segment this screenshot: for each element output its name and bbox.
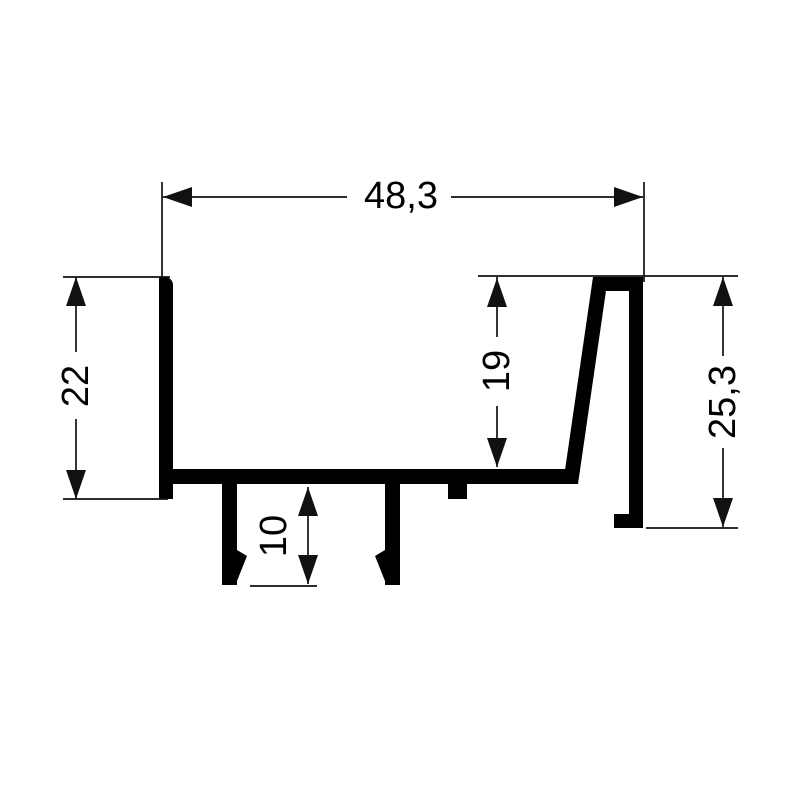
arrowhead-down-icon: [713, 498, 733, 527]
arrowhead-down-icon: [298, 555, 318, 584]
profile-left-leg-barb: [237, 550, 247, 581]
arrowhead-left-icon: [163, 187, 192, 207]
arrowhead-up-icon: [713, 277, 733, 306]
dimension-slot-depth: 10: [250, 487, 318, 587]
dimension-left-height-label: 22: [55, 365, 97, 407]
dimension-right-height-label: 25,3: [702, 365, 744, 439]
profile-right-wall: [629, 277, 643, 528]
profile-right-leg-barb: [375, 550, 385, 581]
profile-left-wall: [159, 277, 173, 499]
profile-left-leg: [222, 484, 237, 585]
dimension-inner-height-label: 19: [476, 350, 518, 392]
dimension-width-label: 48,3: [364, 175, 438, 217]
arrowhead-down-icon: [66, 470, 86, 499]
arrowhead-up-icon: [66, 277, 86, 306]
profile-tab: [448, 484, 467, 499]
dimension-right-height: 25,3: [646, 277, 744, 529]
profile-right-foot: [614, 514, 643, 528]
profile-base: [173, 469, 578, 484]
profile-cross-section: [159, 277, 643, 585]
arrowhead-up-icon: [298, 487, 318, 516]
profile-right-leg: [385, 484, 400, 585]
dimension-slot-depth-label: 10: [253, 515, 295, 557]
dimension-left-height: 22: [55, 276, 170, 500]
arrowhead-down-icon: [487, 438, 507, 467]
arrowhead-right-icon: [614, 187, 643, 207]
dimension-width: 48,3: [161, 175, 645, 282]
arrowhead-up-icon: [487, 278, 507, 307]
profile-slanted-wall: [563, 277, 608, 484]
dimension-inner-height: 19: [476, 275, 738, 467]
